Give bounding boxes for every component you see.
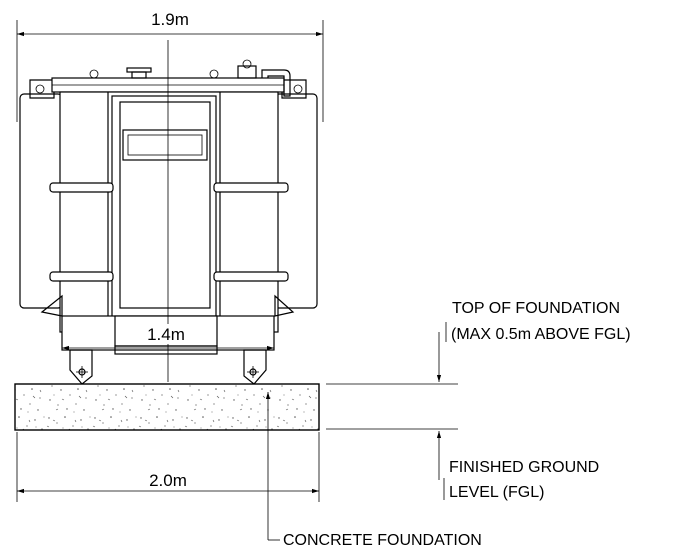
foundation-width-label: 2.0m <box>149 471 187 490</box>
right-upper-band <box>213 182 289 193</box>
top-fittings <box>89 59 291 97</box>
concrete-foundation <box>14 383 320 431</box>
nameplate <box>122 129 208 161</box>
base-width-label: 1.4m <box>147 325 185 344</box>
left-lifting-lug <box>29 79 55 99</box>
front-panel <box>111 95 217 333</box>
concrete-foundation-note: CONCRETE FOUNDATION <box>265 392 482 549</box>
finished-ground-level-note: FINISHED GROUND LEVEL (FGL) <box>443 459 599 501</box>
front-panel-inner <box>119 101 211 309</box>
finished-ground-level-text-1: FINISHED GROUND <box>449 459 599 476</box>
base-width-dimension: 1.4m <box>62 324 274 351</box>
transformer <box>19 40 318 385</box>
overall-width-label: 1.9m <box>151 10 189 29</box>
left-upper-band <box>49 182 114 193</box>
concrete-foundation-label: CONCRETE FOUNDATION <box>283 532 482 549</box>
right-lower-band <box>213 271 289 282</box>
top-of-foundation-text-1: TOP OF FOUNDATION <box>452 300 620 317</box>
overall-width-dimension: 1.9m <box>16 10 324 122</box>
foundation-width-dimension: 2.0m <box>16 432 320 502</box>
left-base-bracket <box>40 294 63 317</box>
right-foot <box>243 349 267 385</box>
top-of-foundation-text-2: (MAX 0.5m ABOVE FGL) <box>451 326 631 343</box>
top-of-foundation-note: TOP OF FOUNDATION (MAX 0.5m ABOVE FGL) <box>445 300 631 343</box>
finished-ground-level-text-2: LEVEL (FGL) <box>449 484 544 501</box>
left-lower-band <box>49 271 114 282</box>
left-foot <box>69 349 93 385</box>
right-base-bracket <box>274 294 295 317</box>
